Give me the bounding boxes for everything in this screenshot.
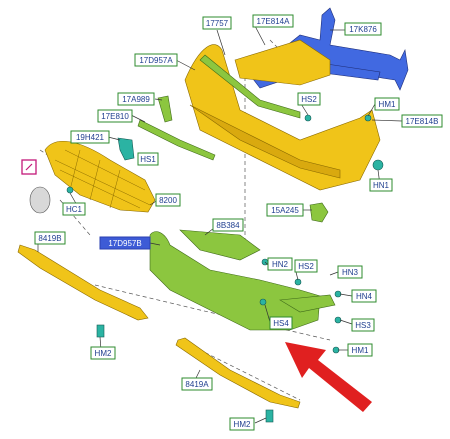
label-HN1: HN1	[369, 178, 393, 192]
fog-bezel-part	[309, 202, 329, 223]
label-HS2-lower: HS2	[294, 259, 318, 273]
label-HS4: HS4	[269, 316, 293, 330]
label-HM2-bottom: HM2	[229, 417, 255, 431]
label-HS1: HS1	[137, 152, 159, 166]
svg-text:HS4: HS4	[273, 319, 289, 328]
fasteners	[66, 114, 384, 423]
label-HM1-upper: HM1	[374, 97, 400, 111]
svg-text:HM2: HM2	[95, 349, 112, 358]
fog-cover-part	[21, 159, 51, 214]
svg-text:15A245: 15A245	[271, 206, 299, 215]
label-HN2: HN2	[267, 257, 293, 271]
bumper-cover-part	[184, 44, 381, 191]
label-15A245: 15A245	[266, 203, 304, 217]
label-17A989: 17A989	[117, 92, 155, 106]
svg-text:HN4: HN4	[356, 292, 373, 301]
svg-text:17E814B: 17E814B	[406, 117, 439, 126]
label-19H421: 19H421	[70, 130, 110, 144]
svg-text:17K876: 17K876	[349, 25, 377, 34]
side-bracket-part	[117, 137, 135, 161]
label-HN4: HN4	[351, 289, 377, 303]
grille-part	[44, 141, 156, 213]
label-HN3: HN3	[337, 265, 363, 279]
lower-bumper-part	[149, 229, 336, 331]
label-HM2-left: HM2	[90, 346, 116, 360]
svg-text:17E810: 17E810	[101, 112, 129, 121]
svg-text:8419B: 8419B	[38, 234, 61, 243]
label-17E814B: 17E814B	[401, 114, 443, 128]
svg-text:HS3: HS3	[355, 321, 371, 330]
svg-text:17A989: 17A989	[122, 95, 150, 104]
svg-text:HS1: HS1	[140, 155, 156, 164]
label-8419A: 8419A	[181, 377, 213, 391]
label-17E810: 17E810	[97, 109, 133, 123]
label-8B384: 8B384	[212, 218, 244, 232]
svg-text:HN1: HN1	[373, 181, 390, 190]
svg-text:17E814A: 17E814A	[257, 17, 291, 26]
svg-text:HC1: HC1	[66, 205, 83, 214]
energy-absorber-part	[234, 39, 331, 86]
label-8419B: 8419B	[34, 231, 66, 245]
svg-text:8200: 8200	[159, 196, 177, 205]
svg-text:17757: 17757	[206, 19, 229, 28]
svg-text:HN3: HN3	[342, 268, 359, 277]
svg-text:HN2: HN2	[272, 260, 289, 269]
svg-text:19H421: 19H421	[76, 133, 105, 142]
upper-bracket-part	[137, 95, 216, 161]
label-HS2-upper: HS2	[297, 92, 321, 106]
svg-text:8419A: 8419A	[185, 380, 209, 389]
label-HM1-lower: HM1	[347, 343, 373, 357]
svg-text:HM2: HM2	[234, 420, 251, 429]
red-callout-arrow	[285, 342, 372, 412]
svg-text:17D957B: 17D957B	[108, 239, 141, 248]
left-spoiler-part	[17, 244, 149, 321]
label-17K876: 17K876	[344, 22, 382, 36]
part-labels: 17757 17E814A 17K876 17D957A 17A989 HS2 …	[34, 14, 443, 431]
svg-text:17D957A: 17D957A	[139, 56, 173, 65]
label-17D957A: 17D957A	[134, 53, 178, 67]
svg-text:HS2: HS2	[298, 262, 314, 271]
svg-text:HM1: HM1	[352, 346, 369, 355]
svg-text:8B384: 8B384	[216, 221, 240, 230]
label-HC1: HC1	[62, 202, 86, 216]
trim-strip-part	[199, 54, 301, 119]
lower-spoiler-part	[175, 337, 301, 409]
svg-text:HS2: HS2	[301, 95, 317, 104]
label-HS3: HS3	[351, 318, 375, 332]
svg-text:HM1: HM1	[379, 100, 396, 109]
label-17E814A: 17E814A	[252, 14, 294, 28]
label-17D957B: 17D957B	[99, 236, 151, 250]
label-17757: 17757	[202, 16, 232, 30]
label-8200: 8200	[155, 193, 181, 207]
